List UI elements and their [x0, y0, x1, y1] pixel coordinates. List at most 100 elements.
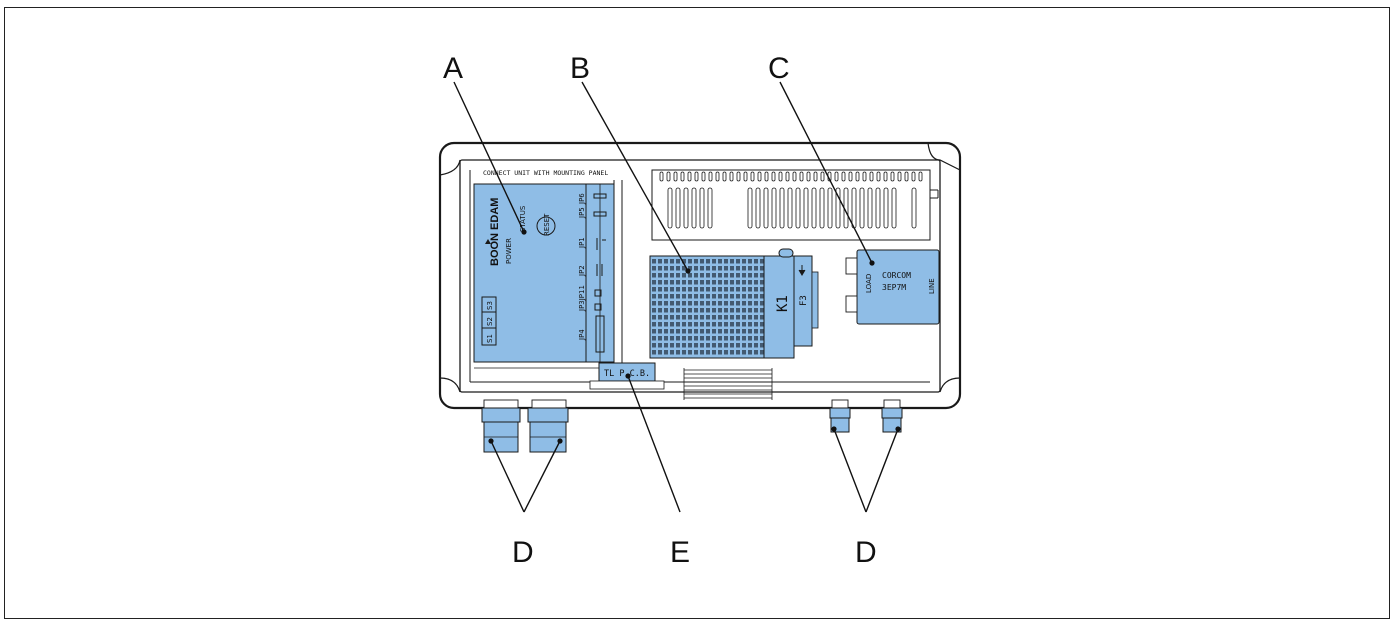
vent-slot-top — [708, 171, 713, 182]
terminal-cell — [700, 280, 704, 285]
terminal-cell — [754, 322, 758, 327]
vent-slot — [827, 187, 833, 229]
vent-slot-top — [820, 171, 825, 182]
vent-slot-top — [701, 171, 706, 182]
terminal-cell — [724, 336, 728, 341]
terminal-cell — [694, 287, 698, 292]
terminal-cell — [730, 294, 734, 299]
vent-slot-top — [743, 171, 748, 182]
terminal-cell — [676, 322, 680, 327]
terminal-cell — [730, 336, 734, 341]
terminal-cell — [700, 266, 704, 271]
terminal-cell — [736, 322, 740, 327]
terminal-cell — [754, 350, 758, 355]
terminal-cell — [694, 273, 698, 278]
filter-load-label: LOAD — [865, 274, 873, 293]
terminal-cell — [742, 329, 746, 334]
terminal-cell — [724, 308, 728, 313]
terminal-cell — [670, 329, 674, 334]
terminal-cell — [652, 259, 656, 264]
terminal-cell — [724, 280, 728, 285]
mounting-note: CONNECT UNIT WITH MOUNTING PANEL — [483, 169, 608, 177]
terminal-cell — [742, 266, 746, 271]
terminal-cell — [670, 266, 674, 271]
terminal-cell — [712, 294, 716, 299]
terminal-cell — [718, 294, 722, 299]
terminal-cell — [748, 336, 752, 341]
terminal-cell — [718, 336, 722, 341]
fuse-f3-label: F3 — [799, 295, 809, 306]
terminal-cell — [682, 308, 686, 313]
terminal-cell — [724, 259, 728, 264]
terminal-cell — [664, 294, 668, 299]
terminal-cell — [748, 343, 752, 348]
terminal-cell — [682, 301, 686, 306]
terminal-cell — [658, 266, 662, 271]
terminal-cell — [736, 343, 740, 348]
terminal-cell — [724, 294, 728, 299]
terminal-cell — [694, 259, 698, 264]
terminal-cell — [694, 266, 698, 271]
terminal-cell — [706, 315, 710, 320]
terminal-cell — [730, 322, 734, 327]
terminal-cell — [664, 266, 668, 271]
terminal-cell — [706, 308, 710, 313]
jumper-jp1: JP1 — [578, 237, 586, 249]
terminal-cell — [736, 273, 740, 278]
terminal-cell — [742, 350, 746, 355]
terminal-cell — [670, 280, 674, 285]
terminal-cell — [760, 322, 764, 327]
vent-slot — [795, 187, 801, 229]
terminal-cell — [676, 308, 680, 313]
terminal-cell — [658, 273, 662, 278]
terminal-cell — [688, 273, 692, 278]
terminal-cell — [742, 315, 746, 320]
terminal-cell — [658, 294, 662, 299]
vent-slot-top — [680, 171, 685, 182]
terminal-cell — [682, 322, 686, 327]
terminal-cell — [730, 329, 734, 334]
terminal-cell — [682, 329, 686, 334]
terminal-cell — [742, 294, 746, 299]
terminal-cell — [700, 322, 704, 327]
relay-k1-label: K1 — [775, 295, 791, 312]
reset-button[interactable]: RESET — [536, 213, 556, 236]
vent-slot — [691, 187, 697, 229]
terminal-cell — [748, 287, 752, 292]
terminal-cell — [724, 287, 728, 292]
terminal-cell — [652, 350, 656, 355]
terminal-cell — [760, 329, 764, 334]
vent-slot-top — [764, 171, 769, 182]
terminal-cell — [694, 329, 698, 334]
terminal-cell — [748, 350, 752, 355]
vent-slot — [891, 187, 897, 229]
vent-slot-top — [799, 171, 804, 182]
terminal-cell — [682, 350, 686, 355]
terminal-cell — [652, 315, 656, 320]
vent-slot-top — [694, 171, 699, 182]
vent-slot-top — [785, 171, 790, 182]
terminal-cell — [658, 301, 662, 306]
vent-slot-top — [778, 171, 783, 182]
jumper-jp4: JP4 — [578, 329, 586, 341]
terminal-cell — [688, 294, 692, 299]
switch-s1: S1 — [486, 334, 494, 343]
vent-slot — [707, 187, 713, 229]
terminal-cell — [754, 301, 758, 306]
filter-line-label: LINE — [928, 278, 936, 294]
switch-s3: S3 — [486, 301, 494, 310]
terminal-cell — [748, 301, 752, 306]
terminal-cell — [712, 266, 716, 271]
cable-gland-2 — [527, 407, 569, 453]
vent-slot-top — [918, 171, 923, 182]
terminal-cell — [700, 350, 704, 355]
terminal-cell — [748, 266, 752, 271]
controller-board — [473, 180, 623, 370]
vent-slot-top — [869, 171, 874, 182]
terminal-cell — [718, 329, 722, 334]
terminal-cell — [652, 294, 656, 299]
terminal-cell — [736, 329, 740, 334]
terminal-strip — [649, 255, 765, 359]
terminal-cell — [652, 301, 656, 306]
